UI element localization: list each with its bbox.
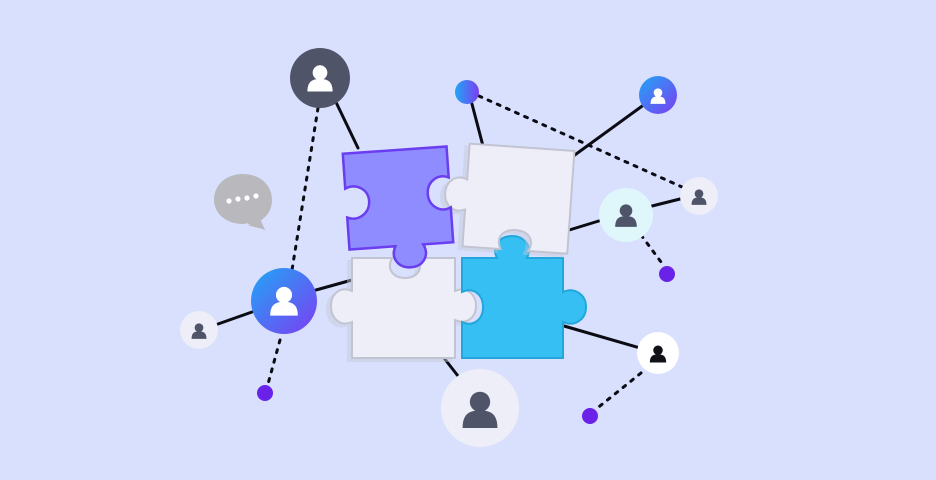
dotted-line (290, 106, 320, 272)
avatar-gradient-top-right (639, 76, 677, 114)
purple-dot (257, 385, 273, 401)
puzzle-piece-light-bottom (329, 257, 478, 359)
avatar-gray-right (680, 177, 718, 215)
connector-line (332, 96, 360, 150)
connector-line (564, 218, 604, 233)
purple-dot (582, 408, 598, 424)
connector-line (442, 356, 460, 378)
connector-line (570, 102, 647, 159)
connector-line (562, 324, 642, 350)
avatar-gradient-left (251, 268, 317, 334)
dotted-connections (266, 94, 684, 412)
avatar-small-left (180, 311, 218, 349)
speech-bubble-icon (214, 174, 272, 230)
purple-dot (659, 266, 675, 282)
avatar-cyan-right (599, 188, 653, 242)
puzzle-piece-blue (461, 234, 588, 359)
connector-line (314, 278, 354, 292)
gradient-dot (455, 80, 479, 104)
connector-line (650, 196, 686, 208)
dotted-line (593, 371, 643, 412)
puzzle-piece-light-top (444, 142, 576, 255)
connector-line (216, 310, 254, 326)
dotted-line (639, 233, 666, 268)
dotted-line (477, 94, 684, 189)
endpoint-dots (257, 80, 675, 424)
dotted-line (266, 338, 282, 386)
avatar-white-bottom-right (637, 332, 679, 374)
puzzle-piece-purple (341, 145, 455, 269)
avatar-dark-top (290, 48, 350, 108)
avatar-large-bottom (441, 369, 519, 447)
connection-lines (216, 96, 686, 378)
connector-line (470, 102, 485, 148)
